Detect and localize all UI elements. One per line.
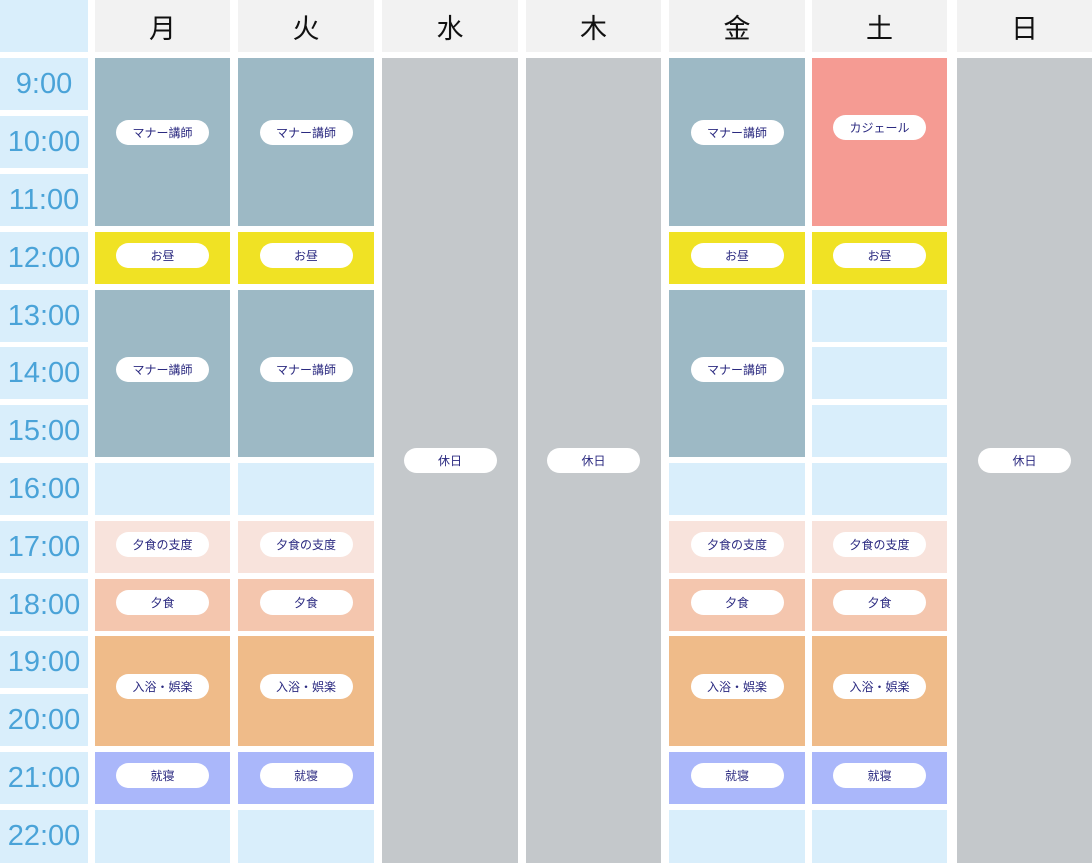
event-block[interactable]: 夕食 — [669, 579, 805, 631]
event-block[interactable]: 入浴・娯楽 — [238, 636, 374, 746]
event-label-pill: 夕食の支度 — [116, 531, 209, 557]
event-block[interactable]: 入浴・娯楽 — [95, 636, 230, 746]
empty-slot[interactable] — [812, 810, 947, 863]
event-label-pill: 夕食の支度 — [259, 531, 353, 557]
event-block[interactable]: 就寝 — [669, 752, 805, 804]
time-label: 11:00 — [0, 174, 88, 226]
event-block[interactable]: 夕食の支度 — [669, 521, 805, 573]
event-block[interactable]: マナー講師 — [669, 58, 805, 226]
event-block[interactable]: 休日 — [382, 58, 518, 863]
event-block[interactable]: 入浴・娯楽 — [669, 636, 805, 746]
event-label-pill: 入浴・娯楽 — [833, 673, 926, 699]
empty-slot[interactable] — [238, 810, 374, 863]
event-label-pill: 入浴・娯楽 — [259, 673, 353, 699]
event-label-pill: 入浴・娯楽 — [116, 673, 209, 699]
event-label-pill: 夕食の支度 — [833, 531, 926, 557]
event-block[interactable]: 夕食の支度 — [238, 521, 374, 573]
event-block[interactable]: お昼 — [238, 232, 374, 284]
empty-slot[interactable] — [812, 347, 947, 399]
event-block[interactable]: 就寝 — [812, 752, 947, 804]
event-label-pill: お昼 — [833, 242, 926, 268]
event-label-pill: マナー講師 — [259, 357, 353, 382]
event-block[interactable]: 就寝 — [238, 752, 374, 804]
empty-slot[interactable] — [669, 810, 805, 863]
time-label: 18:00 — [0, 579, 88, 631]
corner-cell — [0, 0, 88, 52]
empty-slot[interactable] — [95, 463, 230, 515]
event-block[interactable]: 入浴・娯楽 — [812, 636, 947, 746]
event-label-pill: マナー講師 — [259, 119, 353, 145]
event-label-pill: 夕食 — [116, 589, 209, 615]
time-label: 13:00 — [0, 290, 88, 342]
event-label-pill: 夕食 — [690, 589, 784, 615]
event-label-pill: 休日 — [403, 448, 497, 473]
event-block[interactable]: カジェール — [812, 58, 947, 226]
time-label: 10:00 — [0, 116, 88, 168]
event-block[interactable]: お昼 — [669, 232, 805, 284]
empty-slot[interactable] — [812, 290, 947, 342]
time-label: 21:00 — [0, 752, 88, 804]
day-header-wednesday: 水 — [382, 0, 518, 52]
event-block[interactable]: お昼 — [812, 232, 947, 284]
event-label-pill: 就寝 — [259, 762, 353, 788]
empty-slot[interactable] — [669, 463, 805, 515]
event-block[interactable]: マナー講師 — [238, 290, 374, 457]
time-label: 22:00 — [0, 810, 88, 863]
time-label: 17:00 — [0, 521, 88, 573]
day-header-thursday: 木 — [526, 0, 661, 52]
event-block[interactable]: 夕食 — [812, 579, 947, 631]
event-label-pill: 入浴・娯楽 — [690, 673, 784, 699]
event-label-pill: 夕食 — [833, 589, 926, 615]
event-label-pill: 夕食の支度 — [690, 531, 784, 557]
event-block[interactable]: 夕食 — [238, 579, 374, 631]
event-block[interactable]: マナー講師 — [238, 58, 374, 226]
time-label: 20:00 — [0, 694, 88, 746]
event-block[interactable]: 夕食の支度 — [812, 521, 947, 573]
event-label-pill: カジェール — [833, 114, 926, 140]
event-label-pill: 休日 — [547, 448, 640, 473]
event-label-pill: マナー講師 — [116, 357, 209, 382]
empty-slot[interactable] — [812, 463, 947, 515]
event-label-pill: 夕食 — [259, 589, 353, 615]
event-block[interactable]: マナー講師 — [95, 58, 230, 226]
event-label-pill: マナー講師 — [690, 357, 784, 382]
day-header-tuesday: 火 — [238, 0, 374, 52]
event-label-pill: お昼 — [690, 242, 784, 268]
day-header-monday: 月 — [95, 0, 230, 52]
event-block[interactable]: マナー講師 — [669, 290, 805, 457]
event-label-pill: 就寝 — [116, 762, 209, 788]
event-block[interactable]: 休日 — [526, 58, 661, 863]
event-label-pill: お昼 — [259, 242, 353, 268]
event-block[interactable]: 夕食の支度 — [95, 521, 230, 573]
day-header-saturday: 土 — [812, 0, 947, 52]
event-block[interactable]: 夕食 — [95, 579, 230, 631]
empty-slot[interactable] — [812, 405, 947, 457]
day-header-friday: 金 — [669, 0, 805, 52]
time-label: 19:00 — [0, 636, 88, 688]
event-block[interactable]: マナー講師 — [95, 290, 230, 457]
event-block[interactable]: お昼 — [95, 232, 230, 284]
event-label-pill: マナー講師 — [690, 119, 784, 145]
event-label-pill: 休日 — [978, 448, 1071, 473]
empty-slot[interactable] — [95, 810, 230, 863]
time-label: 9:00 — [0, 58, 88, 110]
event-label-pill: お昼 — [116, 242, 209, 268]
event-label-pill: 就寝 — [690, 762, 784, 788]
event-block[interactable]: 就寝 — [95, 752, 230, 804]
day-header-sunday: 日 — [957, 0, 1092, 52]
time-label: 15:00 — [0, 405, 88, 457]
time-label: 16:00 — [0, 463, 88, 515]
empty-slot[interactable] — [238, 463, 374, 515]
event-label-pill: 就寝 — [833, 762, 926, 788]
event-block[interactable]: 休日 — [957, 58, 1092, 863]
event-label-pill: マナー講師 — [116, 119, 209, 145]
time-label: 12:00 — [0, 232, 88, 284]
time-label: 14:00 — [0, 347, 88, 399]
